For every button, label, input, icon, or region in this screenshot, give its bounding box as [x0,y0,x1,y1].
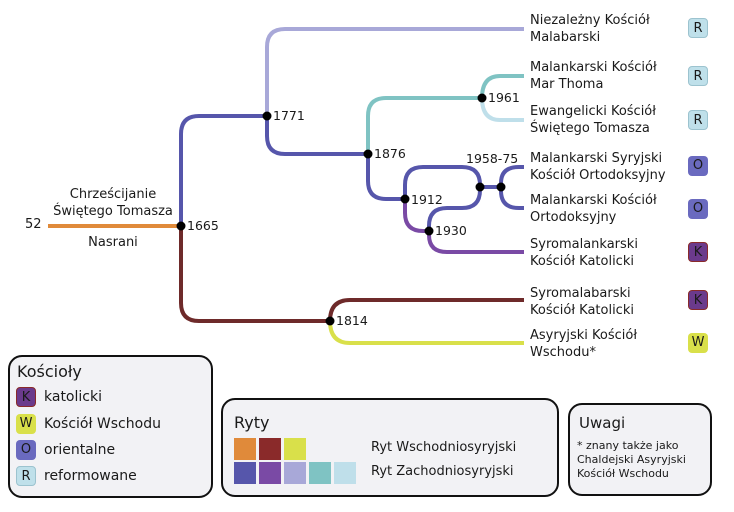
branch-1876-1961 [366,96,482,154]
root-name: Chrześcijanie Świętego Tomasza [53,187,173,219]
year-1814: 1814 [336,313,368,328]
node-1958-b [496,182,506,192]
badge-k-icon: K [16,387,36,407]
church-badge: O [688,199,708,219]
branch-1665-1771 [179,114,267,226]
badge-r-icon: R [16,466,36,486]
rite-color-swatch [234,438,256,460]
rite-color-swatch [309,462,331,484]
year-1665: 1665 [187,218,219,233]
branch-1912-1958 [403,165,482,199]
church-badge: K [688,290,708,310]
church-badge: R [688,66,708,86]
node-1665 [176,221,186,231]
branch-niezalezny [265,27,524,116]
rite-color-swatch [334,462,356,484]
root-alt-name: Nasrani [88,235,138,250]
church-badge: W [688,333,708,353]
notes-box: Uwagi * znany także jako Chaldejski Asyr… [568,403,712,496]
church-badge: R [688,110,708,130]
year-1930: 1930 [435,223,467,238]
church-label: Malankarski Kościół Ortodoksyjny [530,193,657,225]
legend-rites: Ryty Ryt Wschodniosyryjski Ryt Zachodnio… [221,398,559,497]
node-1771 [262,111,272,121]
badge-w-icon: W [16,414,36,434]
notes-title: Uwagi [579,414,626,432]
legend-item: K katolicki [16,386,102,408]
year-1771: 1771 [273,108,305,123]
branch-1930-1958 [427,187,482,231]
node-1930 [424,226,434,236]
node-1961 [477,93,487,103]
rite-color-swatch [259,462,281,484]
legend-churches-title: Kościoły [17,362,82,381]
rite-color-swatch [234,462,256,484]
branch-1665-1814 [179,226,330,323]
year-1958-75: 1958-75 [466,151,519,166]
church-label: Malankarski Kościół Mar Thoma [530,60,657,92]
rite-color-swatch [284,462,306,484]
church-label: Ewangelicki Kościół Świętego Tomasza [530,104,656,136]
church-label: Asyryjski Kościół Wschodu* [530,328,638,360]
legend-item-label: orientalne [44,442,116,458]
legend-item: R reformowane [16,465,137,487]
branch-1771-1876 [265,116,368,156]
branch-1912-1930 [403,199,429,233]
legend-item-label: Kościół Wschodu [44,416,161,432]
west-rite-label: Ryt Zachodniosyryjski [371,464,514,479]
node-1814 [325,316,335,326]
year-1876: 1876 [374,146,406,161]
year-1912: 1912 [411,192,443,207]
branch-syryjski [499,165,524,187]
church-label: Syromalankarski Kościół Katolicki [530,237,638,269]
church-badge: K [688,242,708,262]
legend-item-label: katolicki [44,389,102,405]
legend-item: W Kościół Wschodu [16,413,161,435]
rite-color-swatch [284,438,306,460]
east-rite-label: Ryt Wschodniosyryjski [371,440,517,455]
church-badge: O [688,156,708,176]
node-1912 [400,194,410,204]
church-badge: R [688,18,708,38]
legend-item-label: reformowane [44,468,137,484]
church-label: Syromalabarski Kościół Katolicki [530,286,634,318]
rite-color-swatch [259,438,281,460]
legend-churches: Kościoły K katolicki W Kościół Wschodu O… [8,355,213,498]
year-1961: 1961 [488,90,520,105]
branch-ortodoksyjny [499,187,524,210]
church-label: Niezależny Kościół Malabarski [530,13,650,45]
church-label: Malankarski Syryjski Kościół Ortodoksyjn… [530,151,666,183]
badge-o-icon: O [16,440,36,460]
branch-1876-1912 [366,154,405,201]
legend-rites-title: Ryty [234,413,270,432]
notes-text: * znany także jako Chaldejski Asyryjski … [577,439,686,480]
legend-item: O orientalne [16,439,115,461]
node-1958-a [475,182,485,192]
root-year: 52 [25,217,42,232]
node-1876 [363,149,373,159]
